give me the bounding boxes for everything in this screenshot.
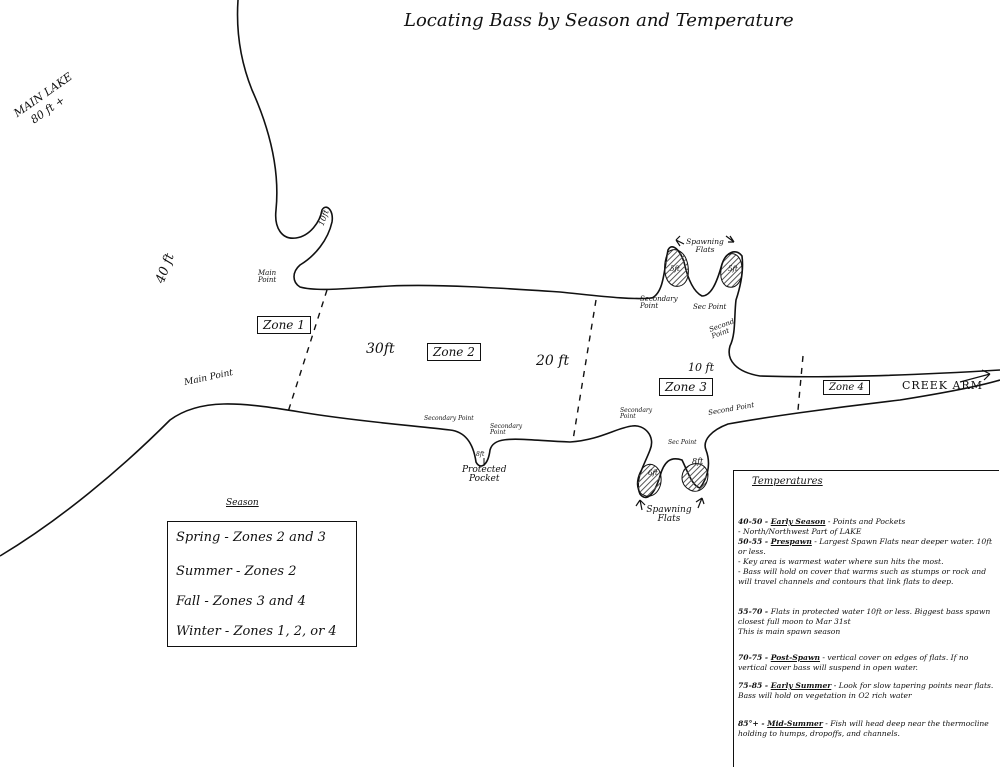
season-row-winter: Winter - Zones 1, 2, or 4 <box>176 624 337 639</box>
zone-divider-1 <box>287 289 328 413</box>
zone-divider-3 <box>797 355 804 411</box>
depth-30ft: 30ft <box>366 341 395 357</box>
depth-20ft: 20 ft <box>536 353 570 369</box>
season-box: Spring - Zones 2 and 3 Summer - Zones 2 … <box>167 521 357 647</box>
lower-shoreline <box>0 379 1000 557</box>
temperature-note: - Points and Pockets <box>825 517 906 526</box>
spawning-flat-lower-right <box>681 463 709 492</box>
temperature-entry: 40-50 - Early Season - Points and Pocket… <box>738 517 996 537</box>
depth-5ft-a: 5ft <box>670 265 680 273</box>
temperature-range: 55-70 - <box>738 607 771 616</box>
sec-point-upper: Sec Point <box>693 303 727 311</box>
sec-point-lower: Sec Point <box>668 439 697 446</box>
map-title: Locating Bass by Season and Temperature <box>404 10 794 31</box>
spawning-flat-upper-left <box>664 249 689 287</box>
protected-pocket-line1: Protected <box>462 465 507 475</box>
spawning-flats-upper: Spawning Flats <box>686 237 724 254</box>
protected-pocket-label: Protected Pocket <box>462 466 506 484</box>
temperature-range: 85°+ - <box>738 719 768 728</box>
temperature-note: - Fish will head deep near the thermocli… <box>738 719 989 738</box>
temperature-note: - North/Northwest Part of LAKE <box>738 527 862 536</box>
temperature-stage: Mid-Summer <box>767 719 823 728</box>
secondary-point-upper: Secondary Point <box>640 295 678 310</box>
depth-8ft-pocket: 8ft <box>476 451 485 458</box>
spawning-flats-lower: Spawning Flats <box>646 505 692 524</box>
temperature-stage: Early Season <box>770 517 826 526</box>
protected-pocket-line2: Pocket <box>468 474 500 484</box>
temperature-entry: 55-70 - Flats in protected water 10ft or… <box>738 607 996 637</box>
season-row-spring: Spring - Zones 2 and 3 <box>176 530 326 545</box>
temperature-note: - Bass will hold on cover that warms suc… <box>738 567 987 586</box>
temperatures-heading: Temperatures <box>752 476 823 487</box>
zone-2-label: Zone 2 <box>427 343 481 361</box>
zone-3-label: Zone 3 <box>659 378 713 396</box>
season-heading: Season <box>226 498 259 508</box>
temperature-entry: 85°+ - Mid-Summer - Fish will head deep … <box>738 719 996 739</box>
zone-4-label: Zone 4 <box>823 380 870 395</box>
temperature-entry: 50-55 - Prespawn - Largest Spawn Flats n… <box>738 537 996 587</box>
arrow-upper-right <box>725 235 735 243</box>
secondary-point-lower-a: Secondary Point <box>424 415 474 422</box>
arrow-upper-left <box>675 235 685 247</box>
temperature-note: Flats in protected water 10ft or less. B… <box>738 607 991 626</box>
temperature-range: 75-85 - <box>738 681 771 690</box>
secondary-point-lower-b: Secondary Point <box>490 423 523 436</box>
upper-shoreline <box>236 0 1000 378</box>
spawning-flat-upper-right <box>720 253 743 288</box>
temperature-entry: 70-75 - Post-Spawn - vertical cover on e… <box>738 653 996 673</box>
depth-10ft: 10 ft <box>688 361 714 374</box>
depth-5ft-b: 5ft <box>728 265 738 273</box>
temperature-entry: 75-85 - Early Summer - Look for slow tap… <box>738 681 996 701</box>
creek-arm-arrow <box>959 369 991 383</box>
temperature-stage: Early Summer <box>770 681 832 690</box>
temperature-range: 70-75 - <box>738 653 771 662</box>
depth-6ft: 6ft <box>648 469 658 477</box>
temperature-range: 50-55 - <box>738 537 771 546</box>
temperature-range: 40-50 - <box>738 517 771 526</box>
spawning-flat-lower-left <box>636 463 662 497</box>
temperature-note: This is main spawn season <box>738 627 841 636</box>
temperature-note: - Largest Spawn Flats near deeper water.… <box>738 537 993 556</box>
zone-1-label: Zone 1 <box>257 316 311 334</box>
arrow-lower-right <box>695 497 705 509</box>
temperature-stage: Post-Spawn <box>770 653 821 662</box>
zone-divider-2 <box>572 299 597 441</box>
temperature-note: - Look for slow tapering points near fla… <box>738 681 994 700</box>
temperature-note: - vertical cover on edges of flats. If n… <box>738 653 969 672</box>
season-row-fall: Fall - Zones 3 and 4 <box>176 594 306 609</box>
main-point-upper: Main Point <box>258 269 277 284</box>
temperatures-box: Temperatures 40-50 - Early Season - Poin… <box>733 470 999 767</box>
secondary-point-lower-c: Secondary Point <box>620 407 653 420</box>
creek-arm-label: CREEK ARM <box>902 379 983 392</box>
temperature-note: - Key area is warmest water where sun hi… <box>738 557 944 566</box>
depth-8ft-flat: 8ft <box>692 457 704 466</box>
temperature-stage: Prespawn <box>770 537 812 546</box>
arrow-lower-left <box>635 499 646 511</box>
season-row-summer: Summer - Zones 2 <box>176 564 297 579</box>
